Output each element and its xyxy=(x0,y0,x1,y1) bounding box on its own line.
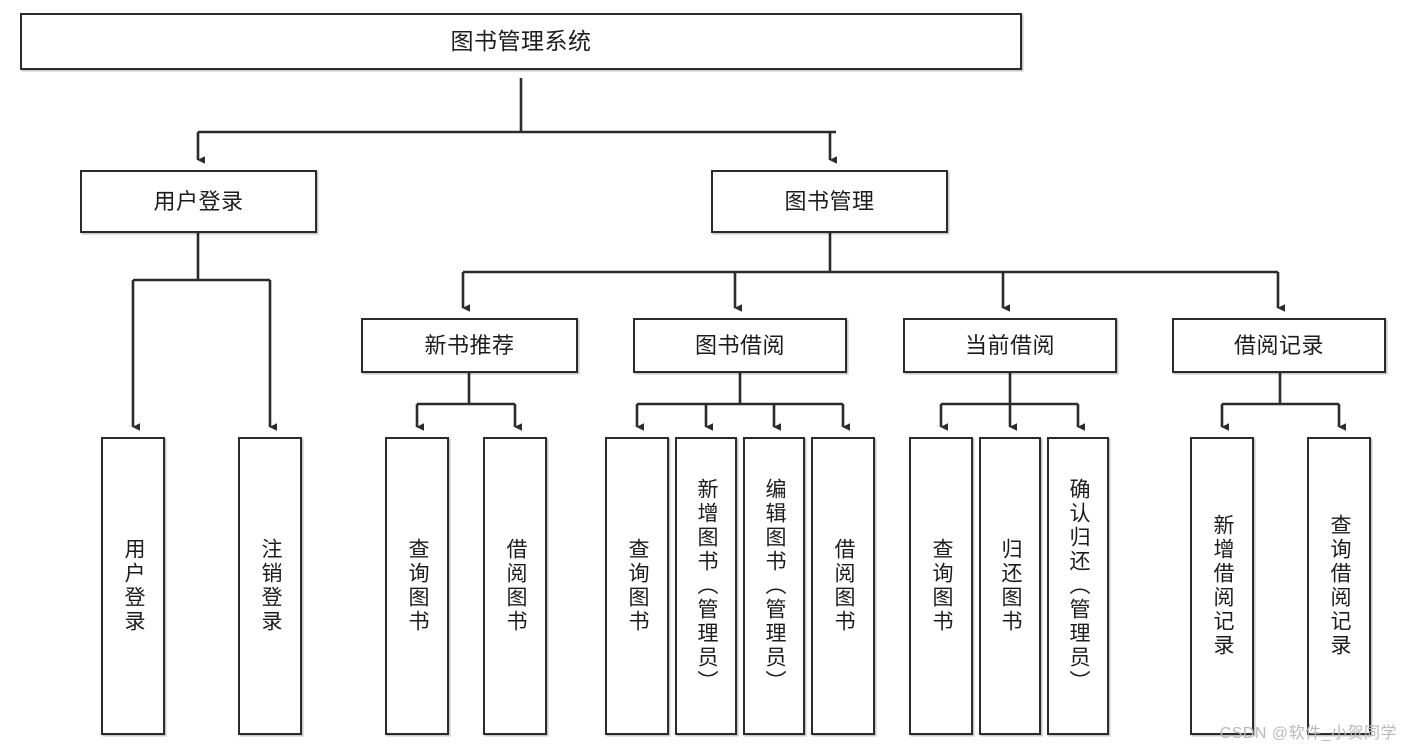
watermark: CSDN @软件_小贺同学 xyxy=(1219,725,1397,742)
node-leaf-add-book[interactable]: 新增图书（管理员） xyxy=(675,437,737,735)
node-leaf-user-login[interactable]: 用户登录 xyxy=(101,437,165,735)
node-book-borrow[interactable]: 图书借阅 xyxy=(633,318,847,373)
node-leaf-borrow-book-1-label: 借阅图书 xyxy=(504,538,528,634)
node-leaf-borrow-book-1[interactable]: 借阅图书 xyxy=(483,437,547,735)
node-leaf-borrow-book-2-label: 借阅图书 xyxy=(832,538,856,634)
node-book-manage[interactable]: 图书管理 xyxy=(711,170,948,233)
node-leaf-query-record[interactable]: 查询借阅记录 xyxy=(1307,437,1371,735)
node-leaf-confirm-return-label: 确认归还（管理员） xyxy=(1067,478,1091,694)
node-root-label: 图书管理系统 xyxy=(450,27,592,54)
node-current-borrow[interactable]: 当前借阅 xyxy=(903,318,1117,373)
node-leaf-logout[interactable]: 注销登录 xyxy=(238,437,302,735)
node-leaf-query-book-2-label: 查询图书 xyxy=(626,538,650,634)
node-root[interactable]: 图书管理系统 xyxy=(20,13,1022,70)
node-new-book-recommend-label: 新书推荐 xyxy=(424,332,515,358)
node-leaf-query-book-2[interactable]: 查询图书 xyxy=(605,437,669,735)
node-leaf-query-book-1[interactable]: 查询图书 xyxy=(385,437,449,735)
node-borrow-record[interactable]: 借阅记录 xyxy=(1172,318,1386,373)
node-leaf-confirm-return[interactable]: 确认归还（管理员） xyxy=(1047,437,1109,735)
node-book-borrow-label: 图书借阅 xyxy=(694,332,785,358)
node-leaf-user-login-label: 用户登录 xyxy=(122,538,146,634)
node-leaf-borrow-book-2[interactable]: 借阅图书 xyxy=(811,437,875,735)
node-book-manage-label: 图书管理 xyxy=(784,188,875,214)
node-leaf-query-book-3-label: 查询图书 xyxy=(930,538,954,634)
node-new-book-recommend[interactable]: 新书推荐 xyxy=(361,318,578,373)
node-leaf-edit-book[interactable]: 编辑图书（管理员） xyxy=(743,437,805,735)
node-leaf-query-book-1-label: 查询图书 xyxy=(406,538,430,634)
node-user-login[interactable]: 用户登录 xyxy=(80,170,317,233)
node-current-borrow-label: 当前借阅 xyxy=(964,332,1055,358)
node-leaf-add-record-label: 新增借阅记录 xyxy=(1211,514,1235,658)
node-leaf-add-record[interactable]: 新增借阅记录 xyxy=(1190,437,1254,735)
node-leaf-query-record-label: 查询借阅记录 xyxy=(1328,514,1352,658)
node-borrow-record-label: 借阅记录 xyxy=(1233,332,1324,358)
node-leaf-logout-label: 注销登录 xyxy=(259,538,283,634)
node-user-login-label: 用户登录 xyxy=(153,188,244,214)
node-leaf-query-book-3[interactable]: 查询图书 xyxy=(909,437,973,735)
node-leaf-edit-book-label: 编辑图书（管理员） xyxy=(763,478,787,694)
node-leaf-return-book-label: 归还图书 xyxy=(999,538,1023,634)
node-leaf-return-book[interactable]: 归还图书 xyxy=(979,437,1041,735)
node-leaf-add-book-label: 新增图书（管理员） xyxy=(695,478,719,694)
